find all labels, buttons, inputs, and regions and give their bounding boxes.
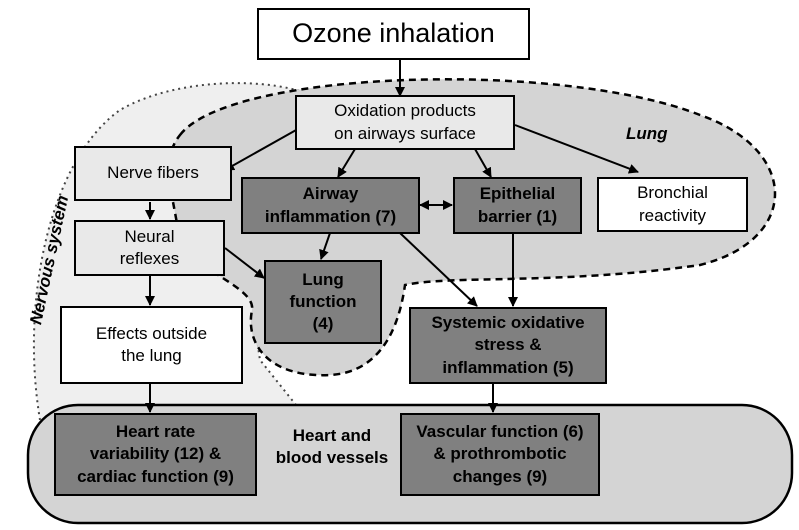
arrow-airway-lungfunction bbox=[319, 232, 331, 260]
node-effects-outside-lung: Effects outside the lung bbox=[60, 306, 243, 384]
lung-region-label: Lung bbox=[626, 124, 668, 143]
node-nerve-fibers: Nerve fibers bbox=[74, 146, 232, 201]
node-neural-reflexes: Neural reflexes bbox=[74, 220, 225, 276]
node-airway-inflammation: Airway inflammation (7) bbox=[241, 177, 420, 234]
node-ozone-inhalation: Ozone inhalation bbox=[257, 8, 530, 60]
arrows bbox=[145, 60, 639, 413]
arrow-oxidation-epithelial bbox=[474, 148, 492, 178]
arrow-oxidation-airway bbox=[337, 148, 356, 178]
node-bronchial-reactivity: Bronchial reactivity bbox=[597, 177, 748, 232]
node-heart-rate-variability: Heart rate variability (12) & cardiac fu… bbox=[54, 413, 257, 496]
arrow-airway-systemic bbox=[399, 232, 478, 307]
arrow-oxidation-nervefibers bbox=[224, 124, 306, 171]
node-vascular-function: Vascular function (6) & prothrombotic ch… bbox=[400, 413, 600, 496]
node-systemic-oxidative-stress: Systemic oxidative stress & inflammation… bbox=[409, 307, 607, 384]
arrow-oxidation-bronchial bbox=[514, 124, 639, 174]
heart-region-label: Heart and blood vessels bbox=[275, 426, 389, 468]
node-epithelial-barrier: Epithelial barrier (1) bbox=[453, 177, 582, 234]
node-oxidation-products: Oxidation products on airways surface bbox=[295, 95, 515, 150]
node-lung-function: Lung function (4) bbox=[264, 260, 382, 344]
arrow-neural-lungfunction bbox=[224, 247, 265, 279]
